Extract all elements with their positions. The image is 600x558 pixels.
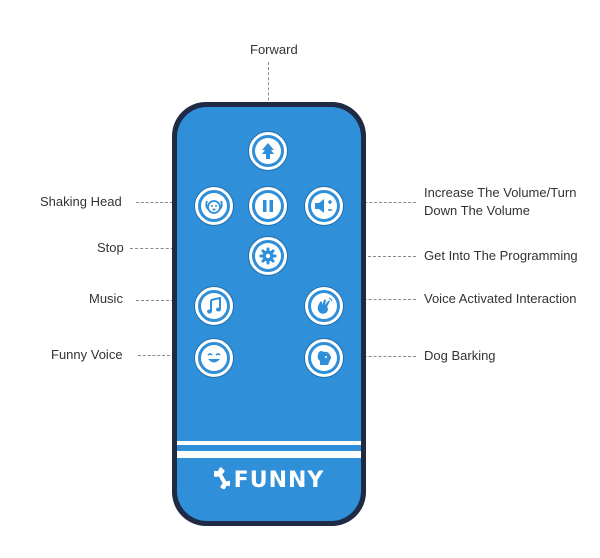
volume-button[interactable] <box>305 187 343 225</box>
brand-logo: FUNNY <box>177 467 361 495</box>
leader-dog-barking <box>344 356 416 357</box>
pause-icon <box>255 193 281 219</box>
label-voice-interaction: Voice Activated Interaction <box>424 291 577 306</box>
label-volume-1: Increase The Volume/Turn <box>424 185 577 200</box>
hand-wave-icon <box>311 293 337 319</box>
music-note-icon <box>201 293 227 319</box>
stripe-top <box>177 441 361 445</box>
remote-control: FUNNY <box>172 102 366 526</box>
shaking-head-button[interactable] <box>195 187 233 225</box>
brand-name: FUNNY <box>233 468 325 493</box>
label-volume-2: Down The Volume <box>424 203 530 218</box>
gear-icon <box>255 243 281 269</box>
label-stop: Stop <box>97 240 124 255</box>
stripe-bottom <box>177 451 361 458</box>
dog-head-icon <box>311 345 337 371</box>
voice-interaction-button[interactable] <box>305 287 343 325</box>
leader-volume <box>340 202 416 203</box>
leader-forward <box>268 62 269 136</box>
label-programming: Get Into The Programming <box>424 248 578 263</box>
label-funny-voice: Funny Voice <box>51 347 123 362</box>
programming-button[interactable] <box>249 237 287 275</box>
dog-face-icon <box>201 193 227 219</box>
dog-barking-button[interactable] <box>305 339 343 377</box>
remote-face: FUNNY <box>177 107 361 521</box>
leader-funny-voice <box>138 355 194 356</box>
bone-icon <box>212 467 232 495</box>
leader-music <box>136 300 194 301</box>
volume-icon <box>311 193 337 219</box>
leader-voice-interaction <box>344 299 416 300</box>
leader-shaking-head <box>136 202 192 203</box>
smiley-icon <box>201 345 227 371</box>
tree-arrow-icon <box>255 138 281 164</box>
forward-button[interactable] <box>249 132 287 170</box>
funny-voice-button[interactable] <box>195 339 233 377</box>
label-forward: Forward <box>250 42 298 57</box>
label-shaking-head: Shaking Head <box>40 194 122 209</box>
stop-button[interactable] <box>249 187 287 225</box>
label-music: Music <box>89 291 123 306</box>
music-button[interactable] <box>195 287 233 325</box>
label-dog-barking: Dog Barking <box>424 348 496 363</box>
